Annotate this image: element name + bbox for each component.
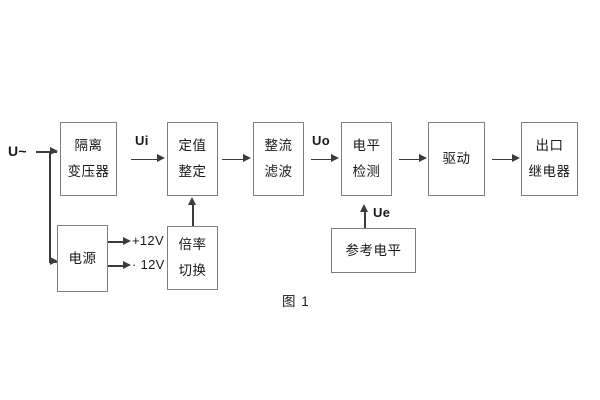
signal-label-supply-negative: · 12V <box>132 257 165 272</box>
block-output-relay-line-1: 出口 <box>535 138 564 154</box>
arrowhead-supply-positive <box>123 236 131 245</box>
block-drive-line-1: 驱动 <box>442 151 471 167</box>
wire-rectify-to-level <box>311 158 333 160</box>
wire-transformer-to-setting <box>131 158 159 160</box>
block-rectify-filter-line-1: 整流 <box>264 138 293 154</box>
block-rectify-filter[interactable]: 整流 滤波 <box>253 122 304 196</box>
arrowhead-transformer-to-setting <box>157 154 165 162</box>
block-multiplier-switch[interactable]: 倍率 切换 <box>167 226 218 290</box>
arrowhead-multiplier-to-setting <box>188 197 196 205</box>
signal-label-ue: Ue <box>373 205 391 220</box>
wire-input-stub <box>36 151 50 153</box>
block-reference-level-line-1: 参考电平 <box>345 242 402 258</box>
arrowhead-setting-to-rectify <box>243 154 251 162</box>
block-multiplier-switch-line-2: 切换 <box>178 263 207 278</box>
block-level-detection-line-1: 电平 <box>352 138 381 154</box>
wire-multiplier-to-setting <box>192 204 194 226</box>
arrowhead-rectify-to-level <box>331 154 339 162</box>
block-isolation-transformer-line-2: 变压器 <box>67 164 110 179</box>
figure-caption: 图 1 <box>282 294 310 309</box>
signal-label-ui: Ui <box>135 133 149 148</box>
arrowhead-level-to-drive <box>419 154 427 162</box>
arrowhead-input-to-power-supply <box>50 257 58 265</box>
wire-drive-to-output-relay <box>492 158 514 160</box>
arrowhead-supply-negative <box>123 260 131 269</box>
block-setting-value-line-2: 整定 <box>178 164 207 179</box>
arrowhead-input-to-transformer <box>50 146 58 155</box>
block-rectify-filter-line-2: 滤波 <box>264 164 293 179</box>
block-level-detection[interactable]: 电平 检测 <box>341 122 392 196</box>
block-setting-value[interactable]: 定值 整定 <box>167 122 218 196</box>
block-power-supply[interactable]: 电源 <box>57 225 108 292</box>
wire-supply-positive <box>108 241 125 243</box>
block-setting-value-line-1: 定值 <box>178 138 207 154</box>
block-isolation-transformer[interactable]: 隔离 变压器 <box>60 122 117 196</box>
arrowhead-drive-to-output-relay <box>512 154 520 162</box>
wire-input-trunk <box>49 151 51 263</box>
block-power-supply-line-1: 电源 <box>68 250 97 266</box>
block-isolation-transformer-line-1: 隔离 <box>74 138 103 154</box>
signal-label-supply-positive: +12V <box>132 233 164 248</box>
input-label-u-ac: U~ <box>8 143 27 159</box>
wire-level-to-drive <box>399 158 421 160</box>
block-level-detection-line-2: 检测 <box>352 164 381 179</box>
block-multiplier-switch-line-1: 倍率 <box>178 237 207 253</box>
arrowhead-reference-to-level <box>360 204 368 212</box>
block-reference-level[interactable]: 参考电平 <box>331 228 416 273</box>
wire-reference-to-level <box>364 211 366 228</box>
wire-supply-negative <box>108 265 125 267</box>
block-output-relay-line-2: 继电器 <box>528 164 571 179</box>
signal-label-uo: Uo <box>312 133 330 148</box>
block-drive[interactable]: 驱动 <box>428 122 485 196</box>
block-output-relay[interactable]: 出口 继电器 <box>521 122 578 196</box>
wire-setting-to-rectify <box>222 158 245 160</box>
